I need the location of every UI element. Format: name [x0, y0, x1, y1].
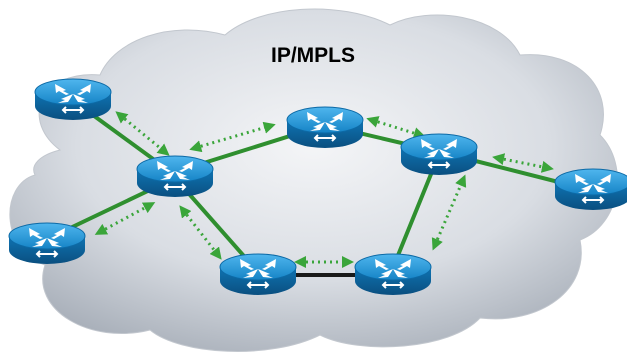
ip-mpls-cloud — [9, 8, 618, 352]
router-icon — [554, 168, 627, 211]
router-icon — [34, 78, 112, 121]
cloud-title: IP/MPLS — [271, 44, 355, 67]
signal-arrow-rightmid-farright — [492, 153, 554, 173]
signal-arrow-hub-topmid — [189, 121, 276, 153]
router-icon — [286, 106, 364, 149]
router-icon — [136, 155, 214, 198]
signal-arrow-topmid-rightmid — [366, 116, 426, 139]
signal-arrow-lefttop-hub — [115, 111, 170, 156]
router-icon — [219, 253, 297, 296]
router-icon — [8, 222, 86, 265]
router-icon — [400, 133, 478, 176]
router-icon — [354, 253, 432, 296]
signal-arrows — [94, 111, 554, 268]
